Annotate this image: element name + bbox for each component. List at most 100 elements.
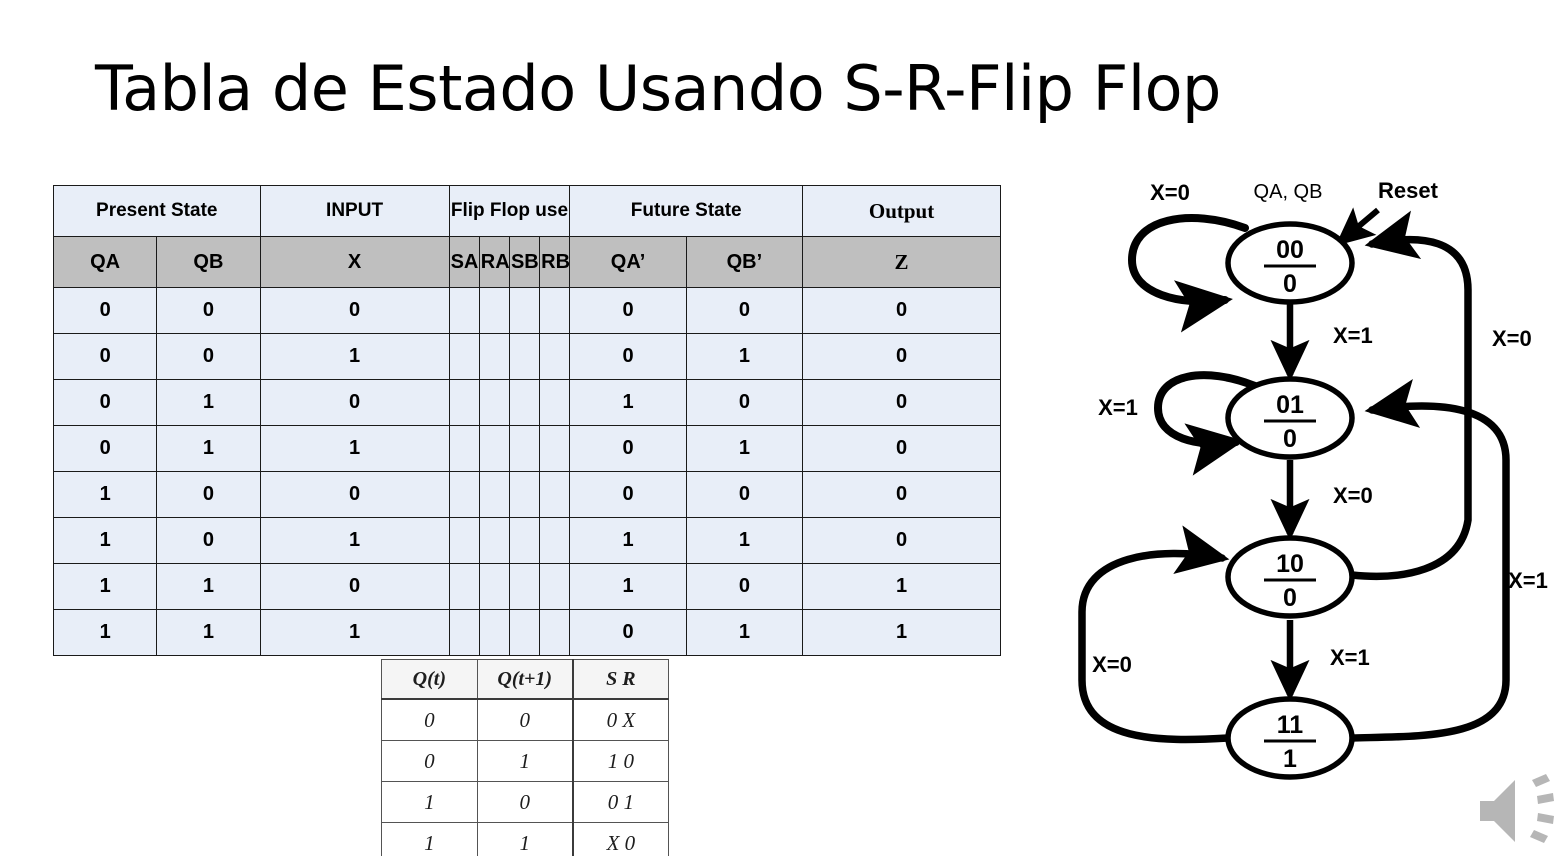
col-header-qa: QA [52, 236, 158, 288]
cell-qa-next: 1 [569, 563, 687, 610]
cell-qb: 0 [156, 287, 261, 334]
cell-qa-next: 0 [569, 425, 687, 472]
reset-label: Reset [1378, 178, 1439, 203]
edge-label-s00-self: X=0 [1150, 180, 1190, 205]
cell-ra [478, 517, 510, 564]
group-header-output: Output [802, 185, 1001, 237]
col-header-sa: SA [448, 236, 480, 288]
group-header-future-state: Future State [569, 185, 804, 237]
state-node-00-code: 00 [1276, 236, 1304, 264]
state-node-11[interactable]: 11 1 [1225, 696, 1355, 780]
cell-qa-next: 0 [569, 471, 687, 518]
cell-z: 0 [802, 379, 1001, 426]
excitation-cell-qt1: 1 [476, 822, 574, 856]
cell-sb [508, 287, 541, 334]
edge-label-s10-s00: X=0 [1492, 326, 1532, 351]
group-header-present-state: Present State [53, 185, 261, 237]
cell-qb: 0 [156, 333, 261, 380]
cell-ra [478, 287, 510, 334]
edge-label-s01-self: X=1 [1098, 395, 1138, 420]
excitation-cell-qt: 1 [381, 822, 478, 856]
cell-x: 0 [259, 471, 450, 518]
state-node-10[interactable]: 10 0 [1225, 535, 1355, 619]
edge-s11-s10-x0 [1078, 525, 1232, 744]
state-table-head: Present State INPUT Flip Flop use Future… [52, 185, 1001, 288]
cell-qa-next: 0 [569, 287, 687, 334]
excitation-cell-sr: 1 0 [571, 740, 669, 782]
col-header-sb: SB [508, 236, 541, 288]
cell-z: 0 [802, 471, 1001, 518]
cell-rb [539, 333, 571, 380]
cell-sa [448, 425, 480, 472]
excitation-cell-sr: X 0 [571, 822, 669, 856]
excitation-table-head: Q(t) Q(t+1) S R [381, 659, 669, 700]
cell-sa [448, 333, 480, 380]
cell-qa: 0 [52, 287, 158, 334]
cell-qb: 1 [156, 563, 261, 610]
state-node-11-output: 1 [1283, 745, 1297, 773]
cell-sa [448, 517, 480, 564]
group-header-input: INPUT [259, 185, 450, 237]
cell-qb: 1 [156, 425, 261, 472]
edge-label-s01-s10: X=0 [1333, 483, 1373, 508]
excitation-col-header-qt1: Q(t+1) [476, 659, 574, 700]
cell-z: 1 [802, 563, 1001, 610]
excitation-cell-qt1: 0 [476, 781, 574, 823]
cell-qa-next: 0 [569, 609, 687, 656]
excitation-col-header-sr: S R [571, 659, 669, 700]
cell-rb [539, 287, 571, 334]
edge-label-s10-s11: X=1 [1330, 645, 1370, 670]
cell-rb [539, 563, 571, 610]
cell-sa [448, 563, 480, 610]
cell-x: 1 [259, 609, 450, 656]
cell-qa: 0 [52, 379, 158, 426]
cell-sb [508, 563, 541, 610]
col-header-qb-next: QB’ [685, 236, 804, 288]
cell-qb-next: 0 [685, 471, 804, 518]
cell-qa: 0 [52, 333, 158, 380]
edge-s10-s00-x0 [1348, 210, 1472, 581]
cell-x: 0 [259, 287, 450, 334]
state-table-group-header-row: Present State INPUT Flip Flop use Future… [53, 185, 1001, 237]
page-title: Tabla de Estado Usando S-R-Flip Flop [95, 52, 1221, 125]
state-node-00[interactable]: 00 0 [1225, 221, 1355, 305]
cell-ra [478, 379, 510, 426]
cell-qb-next: 0 [685, 379, 804, 426]
cell-sb [508, 379, 541, 426]
speaker-icon[interactable] [1474, 772, 1562, 850]
reset-arrow-icon [1335, 207, 1380, 246]
cell-qb-next: 1 [685, 333, 804, 380]
cell-z: 0 [802, 333, 1001, 380]
cell-ra [478, 609, 510, 656]
edge-label-s11-s01: X=1 [1508, 568, 1548, 593]
cell-sa [448, 287, 480, 334]
state-node-10-code: 10 [1276, 550, 1304, 578]
edge-s11-s01-x1 [1348, 378, 1510, 742]
cell-sb [508, 609, 541, 656]
cell-sa [448, 471, 480, 518]
cell-qa: 1 [52, 471, 158, 518]
cell-sa [448, 609, 480, 656]
excitation-cell-sr: 0 X [571, 698, 669, 741]
state-node-01[interactable]: 01 0 [1225, 376, 1355, 460]
cell-qa-next: 1 [569, 517, 687, 564]
cell-x: 0 [259, 563, 450, 610]
cell-qb: 0 [156, 471, 261, 518]
state-table: Present State INPUT Flip Flop use Future… [52, 185, 1001, 656]
state-node-10-output: 0 [1283, 584, 1297, 612]
cell-ra [478, 425, 510, 472]
excitation-cell-qt: 0 [381, 740, 478, 782]
cell-qb-next: 1 [685, 609, 804, 656]
state-node-11-code: 11 [1277, 711, 1304, 739]
state-diagram: 00 0 01 0 10 0 11 1 X=0 QA, QB Reset X=1… [1040, 160, 1568, 820]
state-node-01-output: 0 [1283, 425, 1297, 453]
